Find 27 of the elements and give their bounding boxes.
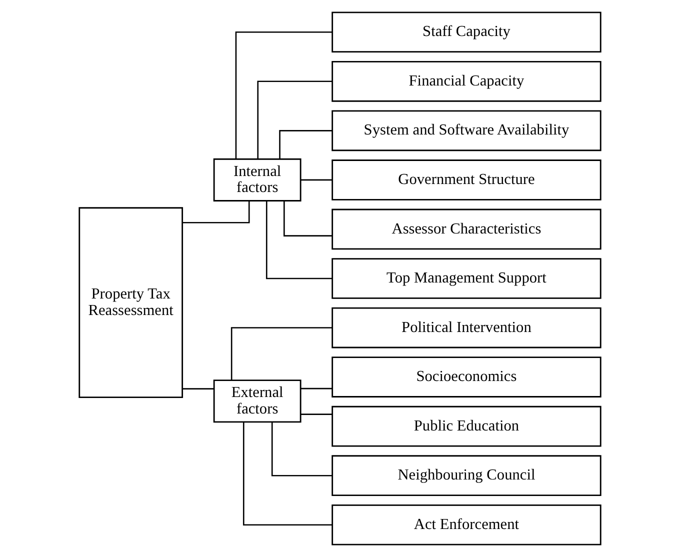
connector xyxy=(278,130,332,160)
connector xyxy=(300,414,332,415)
node-box: Financial Capacity xyxy=(331,60,601,102)
node-box: External factors xyxy=(212,380,301,423)
connector xyxy=(300,179,332,181)
connector xyxy=(230,327,332,380)
connector xyxy=(265,200,332,280)
node-box: Public Education xyxy=(331,406,601,447)
node-box: Neighbouring Council xyxy=(331,455,601,496)
connector xyxy=(270,422,332,476)
node-box: Assessor Characteristics xyxy=(331,208,601,250)
node-box: Political Intervention xyxy=(331,307,601,348)
node-box: Staff Capacity xyxy=(331,12,601,53)
connector xyxy=(234,31,332,160)
connector xyxy=(182,388,214,390)
node-box: Government Structure xyxy=(331,160,601,200)
node-box: System and Software Availability xyxy=(331,110,601,152)
node-box: Act Enforcement xyxy=(331,504,601,546)
node-box: Socioeconomics xyxy=(331,356,601,398)
connector xyxy=(300,388,332,390)
connector xyxy=(182,200,250,224)
node-box: Property Tax Reassessment xyxy=(78,207,183,398)
connector xyxy=(283,201,332,236)
node-box: Internal factors xyxy=(212,158,301,202)
node-box: Top Management Support xyxy=(331,258,601,299)
connector xyxy=(256,80,332,160)
connector xyxy=(242,422,332,526)
